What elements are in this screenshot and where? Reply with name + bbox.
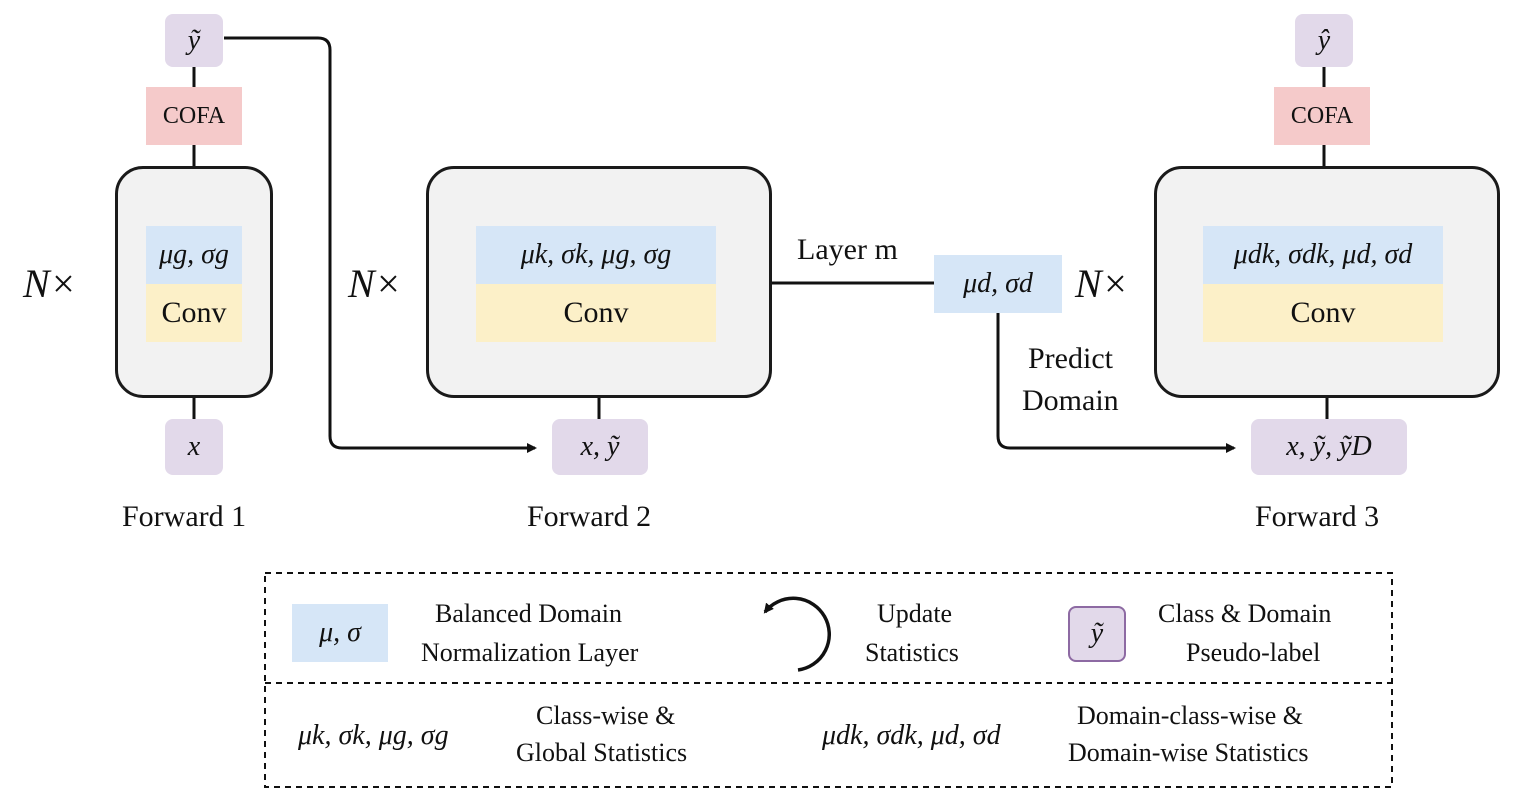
f1-conv: Conv (146, 284, 242, 342)
predict-label-line1: Predict (1028, 342, 1113, 375)
f2-caption: Forward 2 (527, 500, 652, 533)
f2-repeat: N× (348, 261, 402, 306)
f3-caption: Forward 3 (1255, 500, 1380, 533)
f3-stats: μdk, σdk, μd, σd (1203, 226, 1443, 284)
predict-label-line2: Domain (1022, 384, 1119, 417)
legend-bdn-swatch: μ, σ (292, 604, 388, 662)
legend-bdn-line2: Normalization Layer (421, 638, 639, 667)
legend-update-line1: Update (877, 599, 953, 628)
legend-class-line1: Class-wise & (536, 701, 676, 730)
layer-m-label: Layer m (797, 233, 898, 266)
legend-domain-line1: Domain-class-wise & (1077, 701, 1304, 730)
f1-input-label: x (165, 419, 223, 475)
f1-stats: μg, σg (146, 226, 242, 284)
legend-bdn-line1: Balanced Domain (435, 599, 622, 628)
f1-output-label: ỹ (165, 14, 223, 67)
f2-stats: μk, σk, μg, σg (476, 226, 716, 284)
f3-cofa-block: COFA (1274, 87, 1370, 145)
legend-pseudo-line1: Class & Domain (1158, 599, 1332, 628)
legend-update-line2: Statistics (865, 638, 959, 667)
f3-conv: Conv (1203, 284, 1443, 342)
f1-caption: Forward 1 (122, 500, 247, 533)
f3-repeat: N× (1075, 261, 1129, 306)
domain-stats: μd, σd (934, 255, 1062, 313)
legend-class-line2: Global Statistics (516, 738, 688, 767)
legend-update-icon (763, 596, 831, 672)
predict-domain-arrow (996, 313, 1236, 453)
legend-pseudo-line2: Pseudo-label (1186, 638, 1321, 667)
pseudo-label-arrow (224, 36, 537, 453)
f2-conv: Conv (476, 284, 716, 342)
f3-output-label: ŷ (1295, 14, 1353, 67)
f2-input-label: x, ỹ (552, 419, 648, 475)
legend-box (264, 572, 1393, 788)
legend-domain-line2: Domain-wise Statistics (1068, 738, 1309, 767)
legend-class-math: μk, σk, μg, σg (298, 720, 449, 751)
legend-pseudo-swatch: ỹ (1068, 606, 1126, 662)
f1-cofa-block: COFA (146, 87, 242, 145)
f1-repeat: N× (23, 261, 77, 306)
f3-input-label: x, ỹ, ỹD (1251, 419, 1407, 475)
legend-domain-math: μdk, σdk, μd, σd (822, 720, 1001, 751)
